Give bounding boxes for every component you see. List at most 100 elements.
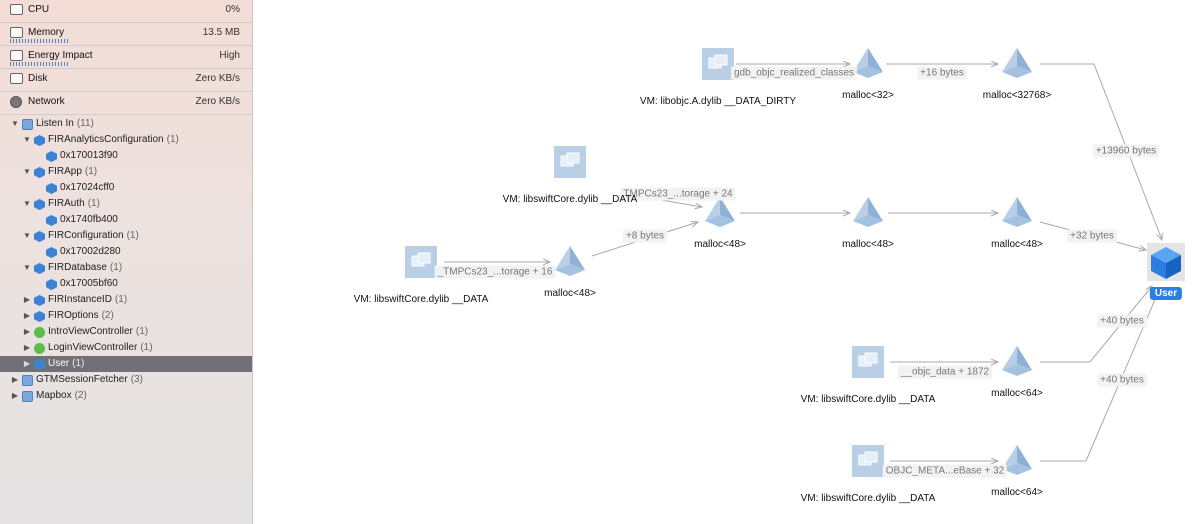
edge-label: +8 bytes bbox=[622, 229, 668, 243]
instance-cube-icon bbox=[46, 247, 57, 258]
network-gauge[interactable]: Network Zero KB/s bbox=[0, 92, 252, 115]
tree-item-firconfiguration[interactable]: ▼ FIRConfiguration(1) bbox=[0, 228, 252, 244]
m32-malloc-block[interactable] bbox=[853, 48, 883, 78]
tree-item-firinstanceid[interactable]: ▶FIRInstanceID(1) bbox=[0, 292, 252, 308]
class-cube-icon bbox=[34, 231, 45, 242]
disclosure-closed-icon[interactable]: ▶ bbox=[23, 359, 31, 368]
network-icon bbox=[10, 96, 22, 108]
disclosure-closed-icon[interactable]: ▶ bbox=[23, 343, 31, 352]
tree-item-label: 0x17005bf60 bbox=[60, 276, 118, 292]
disclosure-open-icon[interactable]: ▼ bbox=[23, 167, 31, 176]
m48_d-malloc-block[interactable] bbox=[555, 246, 585, 276]
tree-item-count: (1) bbox=[87, 198, 100, 209]
disclosure-open-icon[interactable]: ▼ bbox=[23, 135, 31, 144]
gauge-label: Memory bbox=[28, 27, 65, 38]
disclosure-open-icon[interactable]: ▼ bbox=[23, 263, 31, 272]
tree-item-count: (1) bbox=[166, 134, 179, 145]
edge-label: TMPCs23_...torage + 24 bbox=[620, 187, 736, 201]
tree-item-firauth[interactable]: ▼ FIRAuth(1) bbox=[0, 196, 252, 212]
cpu-gauge[interactable]: CPU 0% bbox=[0, 0, 252, 23]
sidebar: CPU 0% Memory 13.5 MB Energy Impact High… bbox=[0, 0, 253, 524]
user-node[interactable] bbox=[1147, 243, 1185, 281]
tree-item-gtmsessionfetcher[interactable]: ▶ GTMSessionFetcher(3) bbox=[0, 372, 252, 388]
node-label: malloc<48> bbox=[991, 239, 1043, 250]
memory-graph-tree: ▼Listen In(11)▼FIRAnalyticsConfiguration… bbox=[0, 116, 252, 404]
graph-svg bbox=[405, 48, 1185, 477]
m32768-malloc-block[interactable] bbox=[1002, 48, 1032, 78]
tree-item-count: (1) bbox=[114, 294, 128, 305]
disclosure-open-icon[interactable]: ▼ bbox=[23, 231, 31, 240]
tree-item-instance[interactable]: 0x17024cff0 bbox=[0, 180, 252, 196]
vm_swift_b-vm-region[interactable] bbox=[405, 246, 437, 278]
vm_swift_a-vm-region[interactable] bbox=[554, 146, 586, 178]
tree-item-name: FIRConfiguration bbox=[48, 230, 124, 241]
tree-item-instance[interactable]: 0x17002d280 bbox=[0, 244, 252, 260]
edge-plus40a[interactable] bbox=[1040, 286, 1152, 363]
disclosure-closed-icon[interactable]: ▶ bbox=[11, 391, 19, 400]
edge-label: OBJC_META...eBase + 32 bbox=[882, 464, 1008, 478]
vm_swift_d-vm-region[interactable] bbox=[852, 445, 884, 477]
tree-item-name: FIROptions bbox=[48, 310, 99, 321]
disclosure-closed-icon[interactable]: ▶ bbox=[23, 295, 31, 304]
disclosure-open-icon[interactable]: ▼ bbox=[11, 119, 19, 128]
tree-item-count: (2) bbox=[74, 390, 87, 401]
viewcontroller-icon bbox=[34, 327, 45, 338]
tree-item-name: 0x170013f90 bbox=[60, 150, 118, 161]
edge-label: +40 bytes bbox=[1097, 314, 1147, 328]
edge-label: +13960 bytes bbox=[1092, 144, 1160, 158]
tree-item-label: User(1) bbox=[48, 356, 84, 372]
tree-item-firanalyticsconfiguration[interactable]: ▼FIRAnalyticsConfiguration(1) bbox=[0, 132, 252, 148]
tree-item-mapbox[interactable]: ▶ Mapbox(2) bbox=[0, 388, 252, 404]
edge-label: +40 bytes bbox=[1097, 373, 1147, 387]
node-label: VM: libobjc.A.dylib __DATA_DIRTY bbox=[639, 96, 797, 107]
disclosure-closed-icon[interactable]: ▶ bbox=[23, 311, 31, 320]
disclosure-open-icon[interactable]: ▼ bbox=[23, 199, 31, 208]
memory-graph-canvas[interactable]: gdb_objc_realized_classes+16 bytes+13960… bbox=[254, 0, 1200, 524]
class-cube-icon bbox=[34, 167, 45, 178]
memory-gauge[interactable]: Memory 13.5 MB bbox=[0, 23, 252, 46]
disclosure-closed-icon[interactable]: ▶ bbox=[23, 327, 31, 336]
vm_objc-vm-region[interactable] bbox=[702, 48, 734, 80]
tree-item-name: FIRAuth bbox=[48, 198, 85, 209]
node-label: malloc<48> bbox=[544, 288, 596, 299]
m64_b-malloc-block[interactable] bbox=[1002, 445, 1032, 475]
m48_b-malloc-block[interactable] bbox=[853, 197, 883, 227]
edge-plus40b[interactable] bbox=[1040, 288, 1160, 462]
tree-item-firdatabase[interactable]: ▼FIRDatabase(1) bbox=[0, 260, 252, 276]
disclosure-closed-icon[interactable]: ▶ bbox=[11, 375, 19, 384]
tree-item-firapp[interactable]: ▼FIRApp(1) bbox=[0, 164, 252, 180]
disk-icon bbox=[10, 73, 23, 84]
tree-item-count: (3) bbox=[130, 374, 143, 385]
edge-plus13960[interactable] bbox=[1040, 63, 1162, 240]
gauge-label: Disk bbox=[28, 73, 48, 84]
m64_a-malloc-block[interactable] bbox=[1002, 346, 1032, 376]
tree-item-count: (2) bbox=[101, 310, 114, 321]
m48_c-malloc-block[interactable] bbox=[1002, 197, 1032, 227]
gauge-label: CPU bbox=[28, 4, 50, 15]
tree-item-loginviewcontroller[interactable]: ▶LoginViewController(1) bbox=[0, 340, 252, 356]
disk-gauge[interactable]: Disk Zero KB/s bbox=[0, 69, 252, 92]
tree-item-instance[interactable]: 0x17005bf60 bbox=[0, 276, 252, 292]
edge-label: +16 bytes bbox=[917, 66, 967, 80]
tree-item-instance[interactable]: 0x1740fb400 bbox=[0, 212, 252, 228]
tree-item-count: (1) bbox=[135, 326, 149, 337]
gauge-value: 13.5 MB bbox=[202, 27, 240, 38]
tree-item-count: (11) bbox=[76, 118, 94, 129]
tree-item-user[interactable]: ▶ User(1) bbox=[0, 356, 252, 372]
vm_swift_c-vm-region[interactable] bbox=[852, 346, 884, 378]
tree-item-instance[interactable]: 0x170013f90 bbox=[0, 148, 252, 164]
tree-item-label: GTMSessionFetcher(3) bbox=[36, 372, 143, 388]
cpu-icon bbox=[10, 4, 23, 15]
tree-item-name: Mapbox bbox=[36, 390, 72, 401]
energy-gauge[interactable]: Energy Impact High bbox=[0, 46, 252, 69]
tree-item-listen-in[interactable]: ▼Listen In(11) bbox=[0, 116, 252, 132]
memory-sparkline bbox=[10, 39, 68, 43]
class-cube-icon bbox=[34, 311, 45, 322]
node-label: malloc<48> bbox=[694, 239, 746, 250]
tree-item-introviewcontroller[interactable]: ▶IntroViewController(1) bbox=[0, 324, 252, 340]
tree-item-name: 0x17005bf60 bbox=[60, 278, 118, 289]
tree-item-count: (1) bbox=[126, 230, 139, 241]
m48_a-malloc-block[interactable] bbox=[705, 197, 735, 227]
tree-item-firoptions[interactable]: ▶ FIROptions(2) bbox=[0, 308, 252, 324]
gauge-value: High bbox=[219, 50, 240, 61]
